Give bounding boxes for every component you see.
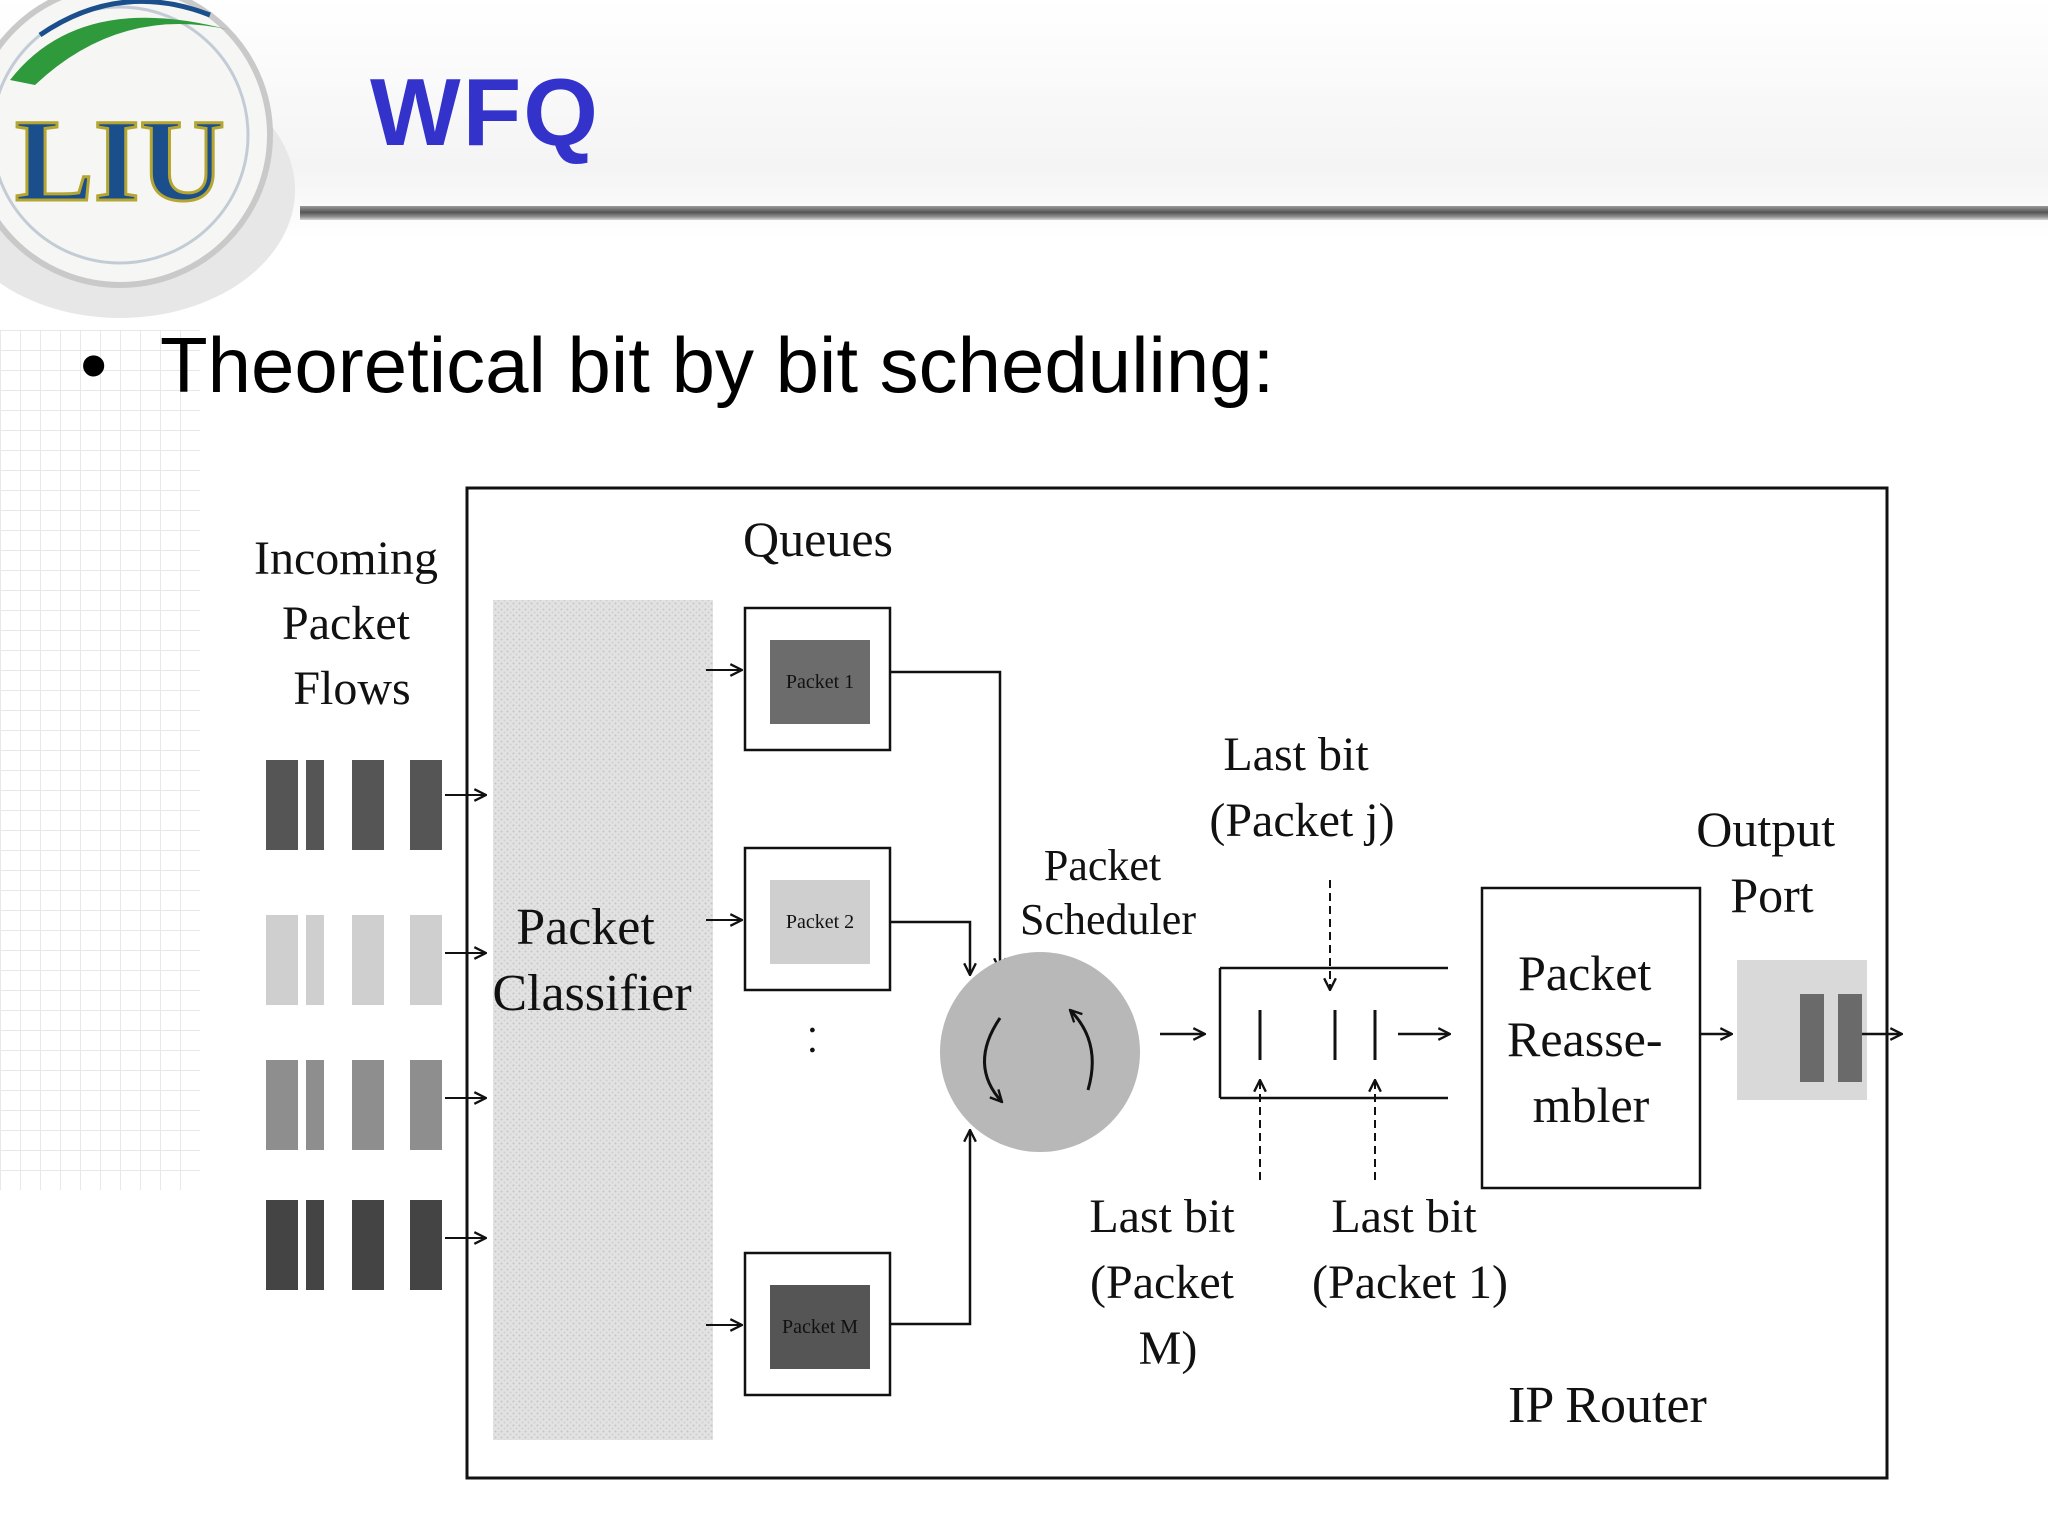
bit-buffer	[1218, 966, 1450, 1100]
output-port-label: Output Port	[1696, 801, 1847, 923]
ip-router-label: IP Router	[1508, 1377, 1707, 1434]
flow-row-1	[266, 760, 486, 850]
logo-text: LIU	[15, 95, 225, 226]
queue-packet-2: Packet 2	[706, 846, 892, 992]
incoming-flows-label: Incoming Packet Flows	[254, 532, 450, 715]
packet-reassembler-box	[1480, 886, 1702, 1190]
header-band	[0, 0, 2048, 240]
svg-text:Packet 1: Packet 1	[786, 671, 854, 693]
queue-packet-1: Packet 1	[706, 606, 892, 752]
connector-queue1	[890, 670, 1000, 970]
bullet-item: • Theoretical bit by bit scheduling:	[80, 320, 1274, 411]
last-bit-packet-m-label: Last bit (Packet M)	[1089, 1190, 1246, 1375]
last-bit-packet-j-label: Last bit (Packet j)	[1209, 728, 1394, 847]
bullet-dot: •	[80, 321, 108, 409]
bullet-text: Theoretical bit by bit scheduling:	[160, 321, 1275, 409]
university-logo: LIU	[0, 0, 340, 330]
flow-row-2	[266, 915, 486, 1005]
svg-text:Packet 2: Packet 2	[786, 911, 854, 933]
packet-scheduler-label: Packet Scheduler	[1020, 841, 1196, 944]
queue-packet-m: Packet M	[706, 1251, 892, 1397]
slide-title: WFQ	[370, 59, 600, 166]
output-port	[1737, 960, 1902, 1100]
ip-router-box	[465, 486, 1889, 1480]
wfq-router-diagram: IP Router Incoming Packet Flows Packet C…	[254, 486, 1920, 1480]
packet-classifier-label: Packet Classifier	[492, 899, 691, 1022]
connector-queuem	[890, 1130, 970, 1326]
packet-reassembler-label: Packet Reasse- mbler	[1507, 945, 1675, 1133]
flow-row-4	[266, 1200, 486, 1290]
queue-ellipsis: . .	[802, 1025, 847, 1055]
last-bit-packet-1-label: Last bit (Packet 1)	[1312, 1190, 1508, 1309]
svg-text:Packet M: Packet M	[782, 1316, 858, 1338]
packet-scheduler-circle	[940, 952, 1140, 1152]
title-divider	[300, 206, 2048, 220]
packet-classifier-block	[493, 600, 713, 1440]
background-grid-pattern	[0, 330, 200, 1190]
connector-queue2	[890, 920, 970, 975]
flow-row-3	[266, 1060, 486, 1150]
queues-label: Queues	[743, 511, 893, 567]
